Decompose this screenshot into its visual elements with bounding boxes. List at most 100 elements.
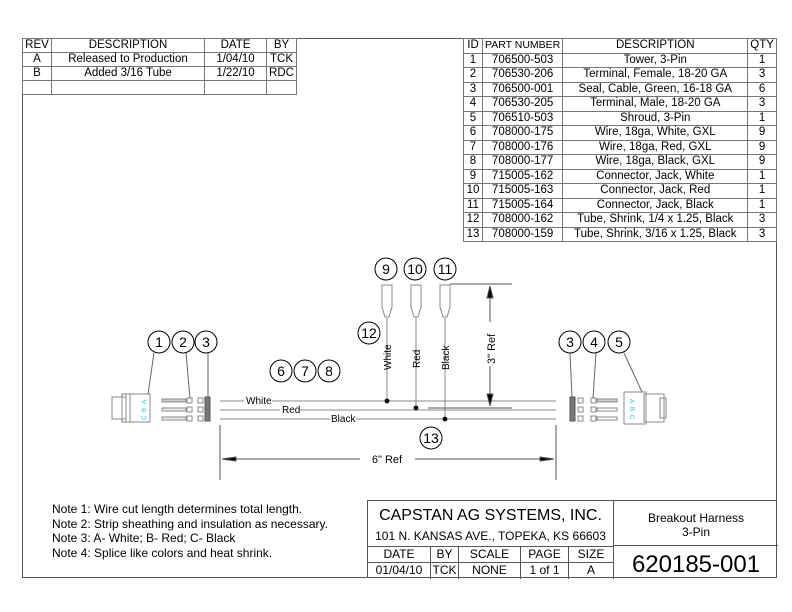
item-balloon-1: 1 [147,330,171,354]
company-address: 101 N. KANSAS AVE., TOPEKA, KS 66603 [375,529,606,543]
note-3: Note 3: A- White; B- Red; C- Black [52,531,236,545]
balloon-circle [374,257,398,281]
note-1: Note 1: Wire cut length determines total… [52,502,303,516]
balloon-circle [171,330,195,354]
branch-label-red: Red [412,350,423,368]
balloon-number: 8 [325,363,333,379]
parts-row-cell: 1 [747,197,777,213]
size-header: SIZE [577,547,605,561]
balloon-circle [582,330,606,354]
title-line-1: Breakout Harness [647,511,745,525]
note-4: Note 4: Splice like colors and heat shri… [52,545,273,560]
parts-header-row: ID PART NUMBER DESCRIPTION QTY [463,38,777,54]
pin-label-right: A [628,399,634,403]
parts-row-cell: 12 [463,212,483,228]
title-line-2: 3-Pin [681,525,710,539]
by-header: BY [436,547,453,561]
item-balloon-7: 7 [293,359,317,383]
balloon-number: 13 [423,430,439,446]
balloon-circle [403,257,427,281]
balloon-circle [433,257,457,281]
notes: Note 1: Wire cut length determines total… [52,502,328,560]
item-balloon-8: 8 [317,359,341,383]
parts-row-cell: Connector, Jack, Black [562,197,749,213]
parts-row-cell: Connector, Jack, White [562,168,749,184]
balloon-number: 12 [361,325,377,341]
parts-row-cell: 715005-163 [481,183,564,199]
balloon-number: 10 [407,261,423,277]
parts-row-cell: 9 [747,139,777,155]
balloon-number: 2 [179,334,187,350]
wire-label-white: White [246,396,272,407]
balloon-circle [357,321,381,345]
pin-label-right: C [628,415,634,420]
dimension-6in [219,425,557,480]
balloon-number: 7 [301,363,309,379]
dim-height-label: 3" Ref [486,333,498,364]
title-divider [368,546,613,547]
seals-left [197,396,211,422]
balloon-number: 9 [382,261,390,277]
parts-row-cell: 3 [747,226,777,242]
balloon-circle [293,359,317,383]
balloon-circle [269,359,293,383]
parts-row-cell: Connector, Jack, Red [562,183,749,199]
item-balloon-9: 9 [374,257,398,281]
parts-row-cell: 708000-159 [481,226,564,242]
balloon-number: 3 [202,334,210,350]
balloon-number: 3 [566,334,574,350]
parts-row-cell: 706500-001 [481,81,564,97]
parts-row-cell: 708000-175 [481,125,564,141]
size-value: A [586,563,595,577]
note-2: Note 2: Strip sheathing and insulation a… [52,516,328,531]
parts-row-cell: 13 [463,226,483,242]
drawing-border [22,38,777,578]
parts-row-cell: Wire, 18ga, Red, GXL [562,139,749,155]
size-cell: SIZE A [568,546,613,579]
revision-row-cell: RDC [266,66,297,81]
parts-row-cell: 9 [747,154,777,170]
branch-label-black: Black [441,345,452,370]
item-balloon-12: 12 [357,321,381,345]
parts-row-cell: 1 [747,183,777,199]
parts-row-cell: 708000-176 [481,139,564,155]
parts-row-cell: 708000-162 [481,212,564,228]
date-value: 01/04/10 [375,563,423,577]
item-balloon-3: 3 [194,330,218,354]
parts-row-cell: Wire, 18ga, White, GXL [562,125,749,141]
parts-row-cell: 706530-205 [481,96,564,112]
splice-dots [384,398,448,422]
header-description: DESCRIPTION [562,38,749,54]
parts-row-cell: Wire, 18ga, Black, GXL [562,154,749,170]
parts-row-cell: 708000-177 [481,154,564,170]
female-terminals [161,397,193,422]
balloon-circle [194,330,218,354]
balloon-number: 4 [590,334,598,350]
revision-header-row: REV DESCRIPTION DATE BY [22,38,297,53]
header-description: DESCRIPTION [51,38,205,53]
shroud-connector [623,391,667,425]
jack-red [410,284,422,318]
jack-white [381,284,393,318]
pin-label-left: A [142,400,148,404]
parts-row-cell: 3 [747,212,777,228]
balloon-circle [147,330,171,354]
leader-lines [147,352,643,399]
balloon-number: 5 [615,334,623,350]
pin-label-left: B [142,408,148,412]
item-balloon-13: 13 [419,426,443,450]
item-balloon-5: 5 [607,330,631,354]
